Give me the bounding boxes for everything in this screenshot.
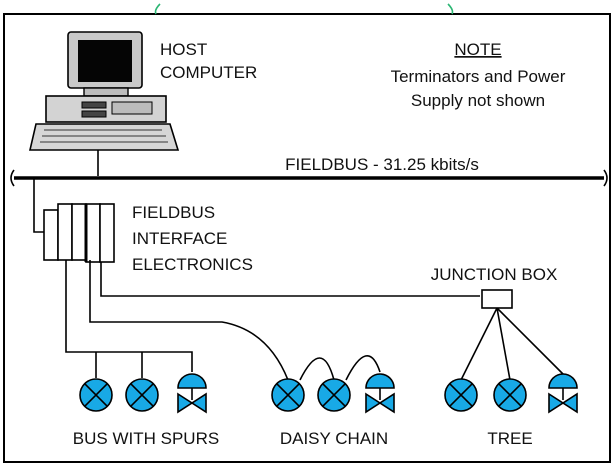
label-tree: TREE — [487, 429, 532, 448]
device-transmitter-3 — [271, 378, 305, 412]
interface-label-line2: INTERFACE — [132, 229, 227, 248]
junction-box — [481, 289, 513, 309]
host-label-line1: HOST — [160, 40, 207, 59]
label-bus-with-spurs: BUS WITH SPURS — [73, 429, 219, 448]
label-daisy-chain: DAISY CHAIN — [280, 429, 388, 448]
device-transmitter-5 — [444, 378, 478, 412]
bus-break-right — [603, 169, 608, 187]
host-label-line2: COMPUTER — [160, 63, 257, 82]
top-accent-mark — [154, 3, 454, 15]
valve-icon-daisy — [365, 373, 395, 414]
bus-break-left — [10, 169, 15, 187]
tree-trunk-cable — [100, 262, 480, 297]
interface-electronics-icon — [33, 178, 115, 263]
device-transmitter-4 — [317, 378, 351, 412]
note-line1: Terminators and Power — [391, 67, 566, 86]
tree-branches — [460, 307, 564, 381]
daisy-chain-cable — [89, 260, 289, 381]
valve-icon-tree — [548, 373, 578, 414]
device-transmitter-1 — [79, 378, 113, 412]
device-transmitter-6 — [493, 378, 527, 412]
interface-label-line3: ELECTRONICS — [132, 255, 253, 274]
junction-box-label: JUNCTION BOX — [431, 265, 558, 284]
device-transmitter-2 — [125, 378, 159, 412]
note-line2: Supply not shown — [411, 91, 545, 110]
bus-spur-trunk — [65, 260, 193, 372]
note-heading: NOTE — [454, 40, 501, 59]
daisy-links — [299, 355, 381, 381]
interface-label-line1: FIELDBUS — [132, 203, 215, 222]
host-computer-icon — [28, 31, 180, 176]
fieldbus-label: FIELDBUS - 31.25 kbits/s — [285, 155, 479, 174]
valve-icon-bus — [177, 373, 207, 414]
